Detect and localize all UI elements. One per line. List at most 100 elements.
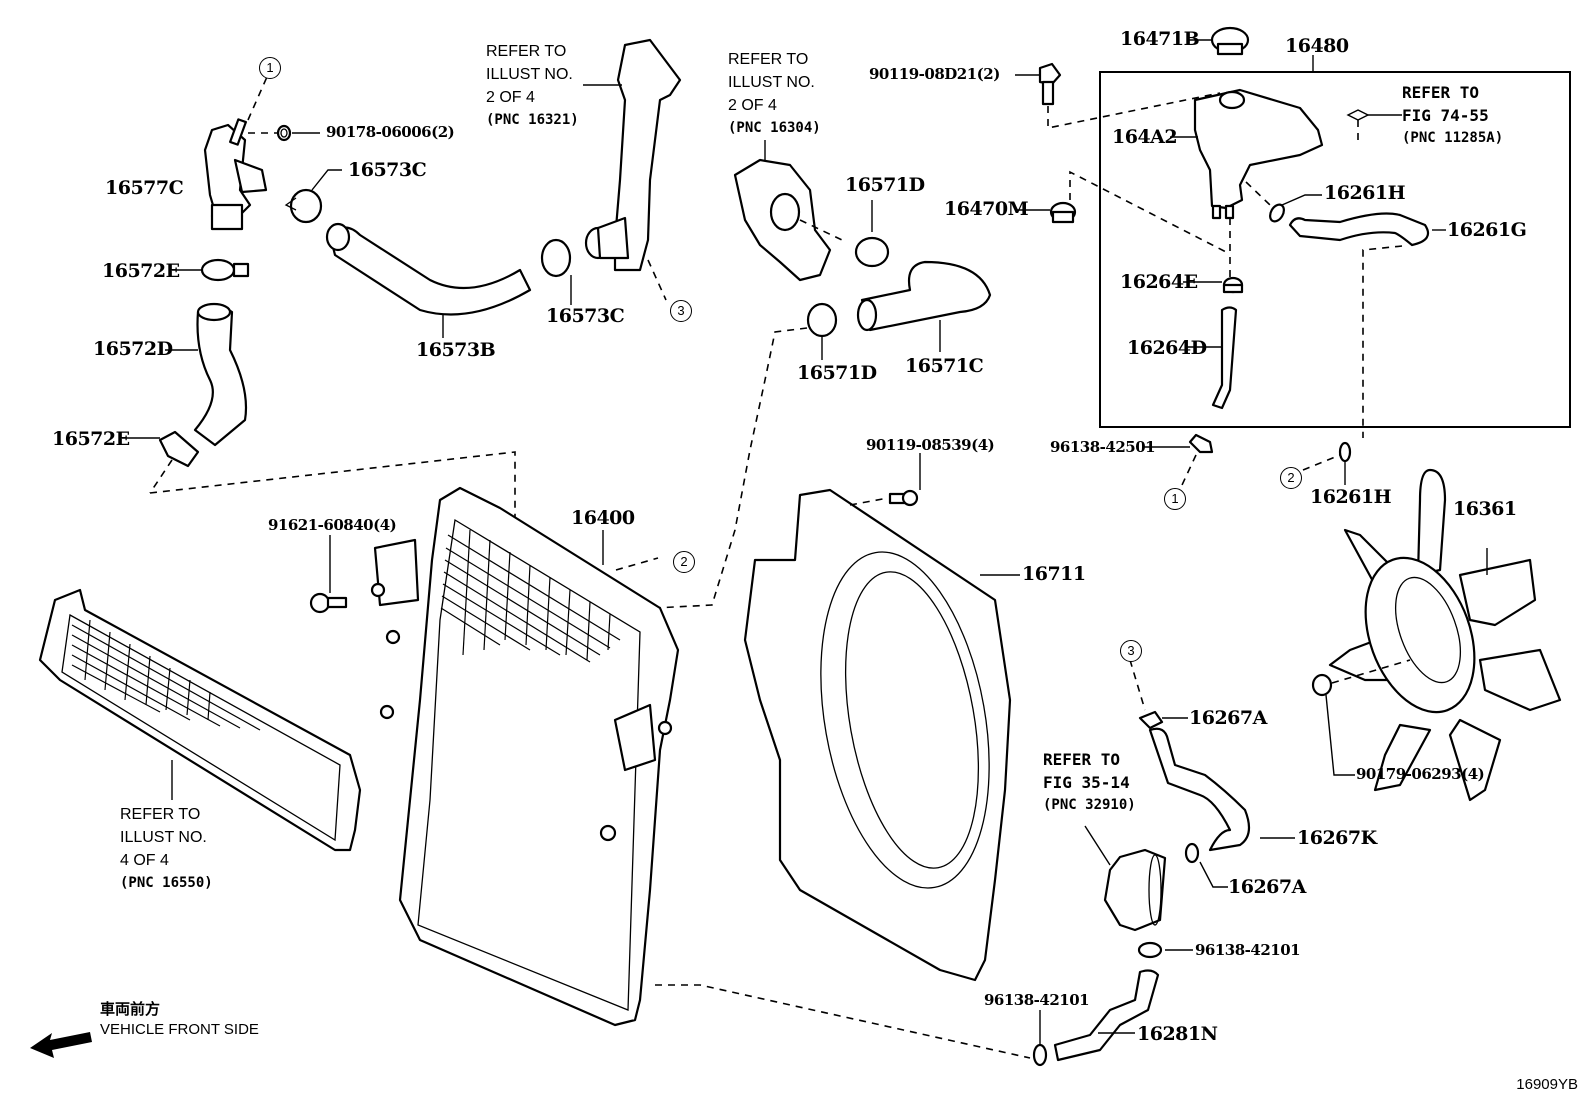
clamp-96138-42101-lower[interactable]	[1032, 1043, 1048, 1067]
hose-16267k[interactable]	[1148, 727, 1251, 852]
part-label-16573c-lower[interactable]: 16573C	[546, 305, 625, 327]
part-label-16470m[interactable]: 16470M	[944, 198, 1029, 220]
hose-16571c[interactable]	[856, 260, 992, 332]
radiator-16400[interactable]	[370, 486, 680, 1027]
bolt-90119-08d21[interactable]	[1038, 62, 1062, 106]
hose-16264d[interactable]	[1211, 306, 1238, 410]
bolt-90119-08539[interactable]	[888, 489, 919, 507]
part-label-16264e[interactable]: 16264E	[1120, 271, 1198, 293]
part-label-16480[interactable]: 16480	[1285, 35, 1349, 57]
clamp-16571d-lower[interactable]	[806, 302, 838, 338]
part-label-96138-42101-upper[interactable]: 96138-42101	[1195, 941, 1301, 959]
gasket-90178[interactable]	[276, 124, 292, 142]
part-label-16264d[interactable]: 16264D	[1127, 337, 1207, 359]
reference-line: ILLUST NO.	[486, 66, 573, 83]
part-label-16571c[interactable]: 16571C	[905, 355, 984, 377]
radiator-core-grid	[440, 529, 621, 663]
part-label-90119-08d21[interactable]: 90119-08D21(2)	[869, 65, 1000, 83]
callout-3-hose[interactable]: 3	[1120, 640, 1142, 662]
part-label-16572d[interactable]: 16572D	[93, 338, 173, 360]
front-arrow-icon	[30, 1032, 92, 1058]
reference-line: 2 OF 4	[486, 89, 535, 106]
illustration-code: 16909YB	[1516, 1076, 1578, 1093]
reference-pnc: (PNC 16550)	[120, 875, 213, 891]
hose-16261g[interactable]	[1288, 212, 1430, 247]
reference-line: FIG 35-14	[1043, 773, 1130, 792]
part-label-90119-08539[interactable]: 90119-08539(4)	[866, 436, 995, 454]
clamp-16572e-lower[interactable]	[158, 430, 200, 468]
reservoir-tank-164a2[interactable]	[1193, 88, 1324, 220]
fan-16361[interactable]	[1328, 468, 1562, 802]
part-label-16573b[interactable]: 16573B	[416, 339, 496, 361]
callout-2-hose[interactable]: 2	[1280, 467, 1302, 489]
part-label-16573c-upper[interactable]: 16573C	[348, 159, 427, 181]
clamp-16573c-lower[interactable]	[540, 238, 572, 278]
clamp-16264e[interactable]	[1222, 276, 1244, 294]
reference-line: 2 OF 4	[728, 97, 777, 114]
reference-line: ILLUST NO.	[120, 829, 207, 846]
reference-line: REFER TO	[728, 51, 809, 68]
reference-pnc: (PNC 11285A)	[1402, 130, 1504, 146]
part-label-16400[interactable]: 16400	[571, 507, 635, 529]
hose-16572d[interactable]	[193, 302, 248, 447]
hose-16281n[interactable]	[1053, 969, 1160, 1062]
condenser-16550	[38, 588, 362, 852]
part-label-96138-42501[interactable]: 96138-42501	[1050, 438, 1156, 456]
clamp-16571d-upper[interactable]	[854, 236, 890, 268]
hose-16573b[interactable]	[325, 222, 532, 316]
reservoir-group-box	[1099, 71, 1571, 428]
part-label-16281n[interactable]: 16281N	[1137, 1023, 1218, 1045]
clamp-16573c-upper[interactable]	[284, 188, 323, 224]
cap-16471b[interactable]	[1210, 26, 1250, 56]
nut-90179-06293[interactable]	[1311, 673, 1333, 697]
clamp-16261h-upper[interactable]	[1267, 202, 1286, 224]
part-label-90178-06006[interactable]: 90178-06006(2)	[326, 123, 455, 141]
bolt-91621-60840[interactable]	[309, 592, 348, 614]
oil-cooler-32910	[1103, 848, 1167, 932]
part-label-16267a-lower[interactable]: 16267A	[1228, 876, 1306, 898]
part-label-16571d-upper[interactable]: 16571D	[845, 174, 925, 196]
part-label-91621-60840[interactable]: 91621-60840(4)	[268, 516, 397, 534]
part-label-16261h-upper[interactable]: 16261H	[1324, 182, 1406, 204]
part-label-16571d-lower[interactable]: 16571D	[797, 362, 877, 384]
reference-line: 4 OF 4	[120, 852, 169, 869]
water-outlet-16577c[interactable]	[203, 118, 268, 231]
reference-pnc: (PNC 16321)	[486, 112, 579, 128]
water-inlet-housing-16321	[584, 38, 682, 272]
part-label-16267a-upper[interactable]: 16267A	[1189, 707, 1267, 729]
vehicle-front-side-label: 車両前方 VEHICLE FRONT SIDE	[100, 1000, 259, 1040]
part-label-16572e-lower[interactable]: 16572E	[52, 428, 130, 450]
part-label-16711[interactable]: 16711	[1022, 563, 1086, 585]
grommet-16470m[interactable]	[1049, 201, 1077, 224]
callout-3-housing[interactable]: 3	[670, 300, 692, 322]
clamp-16261h-lower[interactable]	[1338, 441, 1352, 463]
clamp-16572e-upper[interactable]	[200, 258, 250, 282]
clip-96138-42501[interactable]	[1188, 433, 1214, 454]
part-label-16361[interactable]: 16361	[1453, 498, 1517, 520]
part-label-16572e-upper[interactable]: 16572E	[102, 260, 180, 282]
part-label-16577c[interactable]: 16577C	[105, 177, 184, 199]
fan-shroud-16711[interactable]	[743, 488, 1013, 982]
callout-2-radiator[interactable]: 2	[673, 551, 695, 573]
part-label-164a2[interactable]: 164A2	[1112, 126, 1178, 148]
callout-1-bottom[interactable]: 1	[1164, 488, 1186, 510]
vehicle-front-side-jp: 車両前方	[100, 1001, 161, 1018]
part-label-16261h-lower[interactable]: 16261H	[1310, 486, 1392, 508]
reference-line: REFER TO	[486, 43, 567, 60]
callout-1-top[interactable]: 1	[259, 57, 281, 79]
reference-line: REFER TO	[1043, 750, 1121, 769]
part-label-16471b[interactable]: 16471B	[1120, 28, 1200, 50]
part-label-16261g[interactable]: 16261G	[1447, 219, 1527, 241]
clamp-16267a-upper[interactable]	[1138, 710, 1164, 730]
part-label-96138-42101-lower[interactable]: 96138-42101	[984, 991, 1090, 1009]
clamp-16267a-lower[interactable]	[1184, 842, 1200, 864]
water-outlet-16304	[733, 158, 832, 282]
part-label-90179-06293[interactable]: 90179-06293(4)	[1356, 765, 1485, 783]
clamp-96138-42101-upper[interactable]	[1137, 941, 1163, 959]
reference-note-pnc-16321[interactable]: REFER TO ILLUST NO. 2 OF 4 (PNC 16321)	[486, 40, 579, 132]
part-label-16267k[interactable]: 16267K	[1297, 827, 1377, 849]
